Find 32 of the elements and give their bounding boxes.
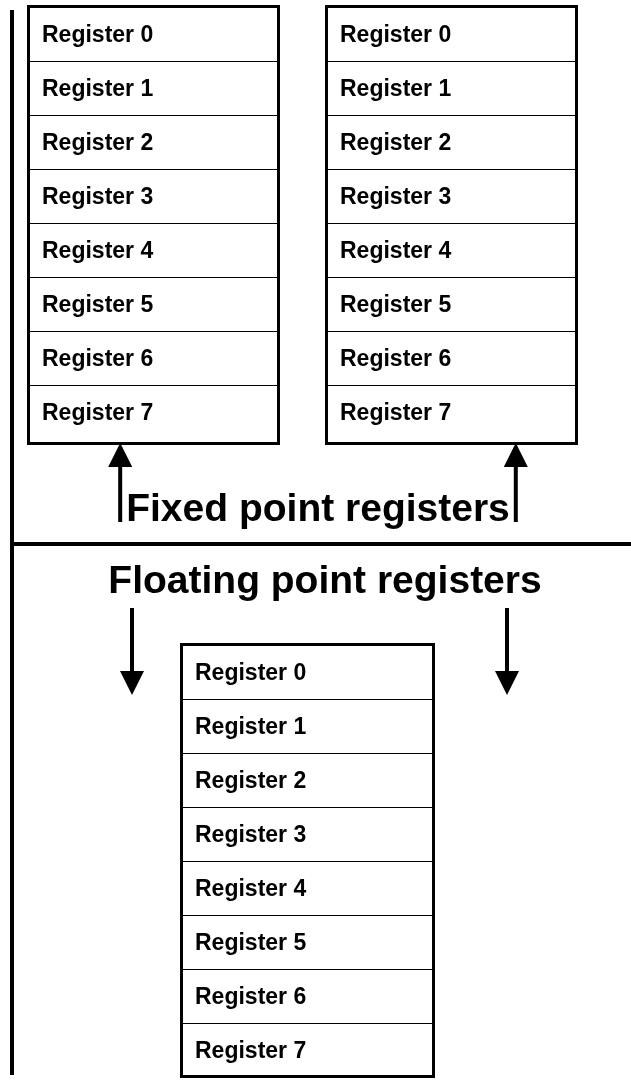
register-cell: Register 2 xyxy=(30,116,277,170)
group-label: Floating point registers xyxy=(108,560,542,604)
register-cell: Register 3 xyxy=(183,808,432,862)
register-cell: Register 0 xyxy=(183,646,432,700)
register-cell: Register 5 xyxy=(183,916,432,970)
register-cell: Register 4 xyxy=(183,862,432,916)
register-cell: Register 2 xyxy=(328,116,575,170)
register-cell: Register 3 xyxy=(328,170,575,224)
register-stack xyxy=(180,643,435,1078)
register-cell: Register 6 xyxy=(183,970,432,1024)
register-cell: Register 4 xyxy=(30,224,277,278)
register-cell: Register 7 xyxy=(30,386,277,440)
register-cell: Register 2 xyxy=(183,754,432,808)
register-cell: Register 7 xyxy=(183,1024,432,1078)
register-cell: Register 6 xyxy=(328,332,575,386)
register-cell: Register 1 xyxy=(328,62,575,116)
arrow xyxy=(495,608,519,695)
register-cell: Register 5 xyxy=(328,278,575,332)
arrow xyxy=(503,443,528,522)
arrow xyxy=(108,443,133,522)
register-stack xyxy=(27,5,280,445)
arrow xyxy=(120,608,144,695)
register-cell: Register 5 xyxy=(30,278,277,332)
register-stack xyxy=(325,5,578,445)
register-cell: Register 0 xyxy=(30,8,277,62)
register-cell: Register 3 xyxy=(30,170,277,224)
register-cell: Register 6 xyxy=(30,332,277,386)
register-cell: Register 1 xyxy=(183,700,432,754)
register-cell: Register 4 xyxy=(328,224,575,278)
register-cell: Register 1 xyxy=(30,62,277,116)
register-cell: Register 0 xyxy=(328,8,575,62)
register-cell: Register 7 xyxy=(328,386,575,440)
